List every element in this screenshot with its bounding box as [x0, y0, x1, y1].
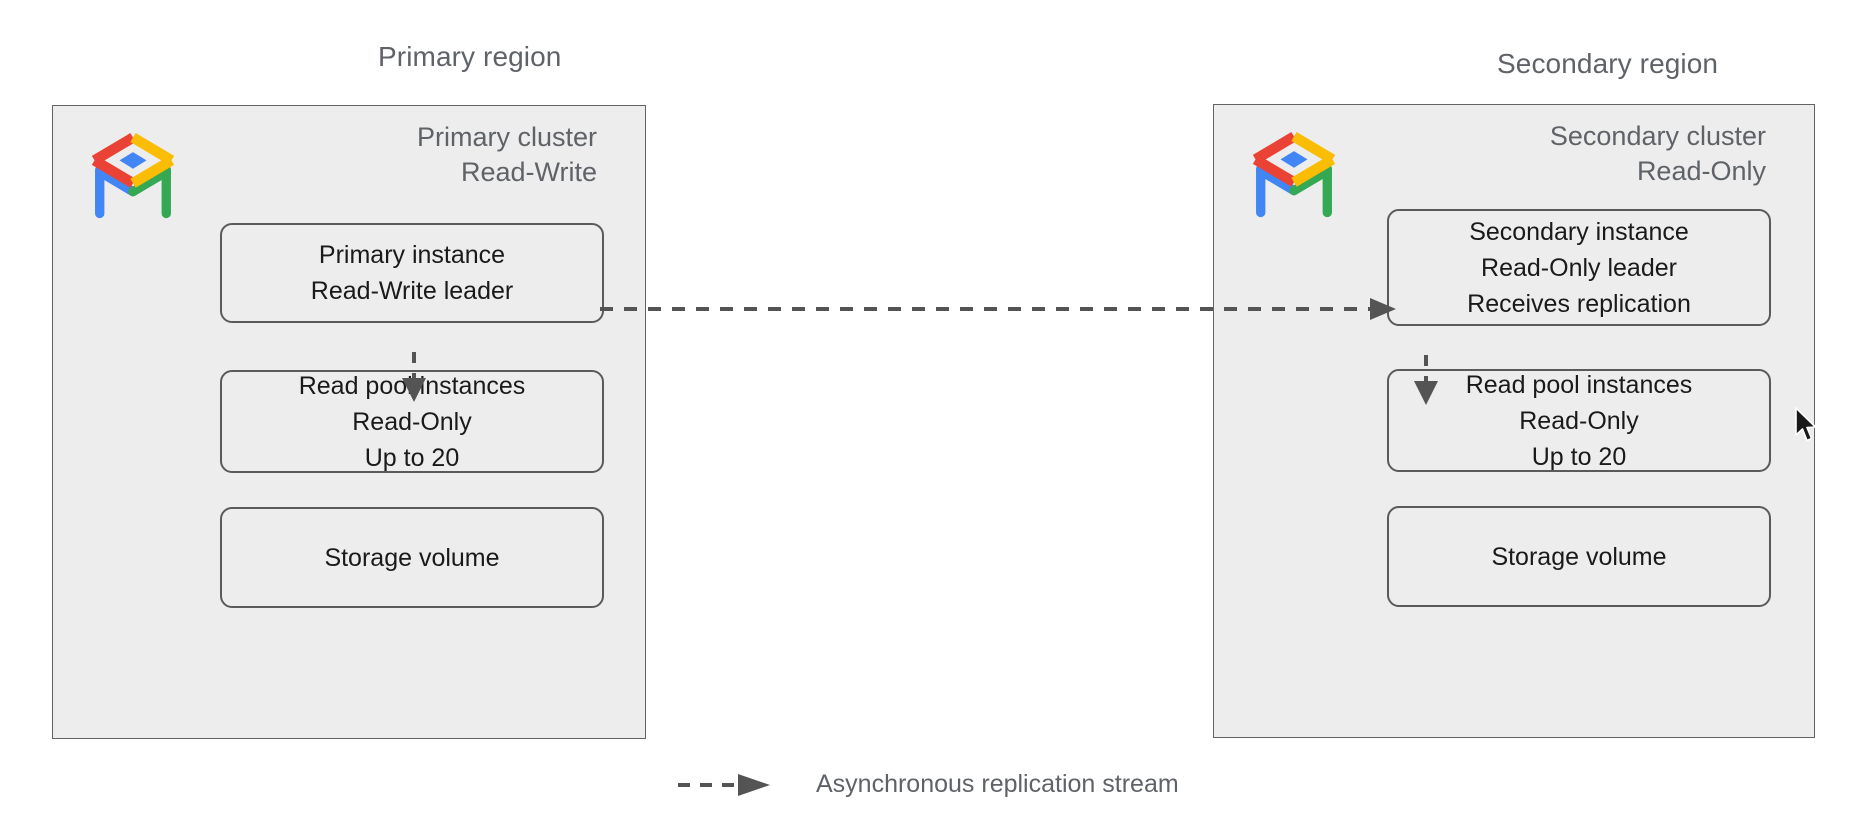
primary-region-label: Primary region	[378, 41, 562, 72]
replication-arrow	[600, 298, 1396, 320]
primary-cluster-title: Primary cluster Read-Write	[416, 122, 597, 187]
node-secondary-instance[interactable]: Secondary instance Read-Only leader Rece…	[1387, 209, 1771, 326]
node-secondary-storage-volume[interactable]: Storage volume	[1387, 506, 1771, 607]
alloydb-logo-icon	[1242, 123, 1346, 227]
secondary-cluster-panel: Secondary cluster Read-Only Secondary in…	[1213, 104, 1815, 738]
alloydb-logo-icon	[81, 124, 185, 228]
primary-instance-to-readpool-arrow	[402, 352, 426, 402]
secondary-instance-to-readpool-arrow	[1414, 355, 1438, 405]
legend-dashed-arrow-icon	[678, 773, 770, 796]
secondary-region-label: Secondary region	[1497, 48, 1719, 79]
node-secondary-read-pool-instances[interactable]: Read pool instances Read-Only Up to 20	[1387, 369, 1771, 472]
legend: Asynchronous replication stream	[678, 770, 1179, 799]
node-primary-instance[interactable]: Primary instance Read-Write leader	[220, 223, 604, 323]
node-primary-storage-volume[interactable]: Storage volume	[220, 507, 604, 608]
secondary-cluster-title: Secondary cluster Read-Only	[1549, 121, 1766, 186]
legend-label: Asynchronous replication stream	[816, 770, 1179, 798]
primary-cluster-panel: Primary cluster Read-Write Primary insta…	[52, 105, 646, 739]
